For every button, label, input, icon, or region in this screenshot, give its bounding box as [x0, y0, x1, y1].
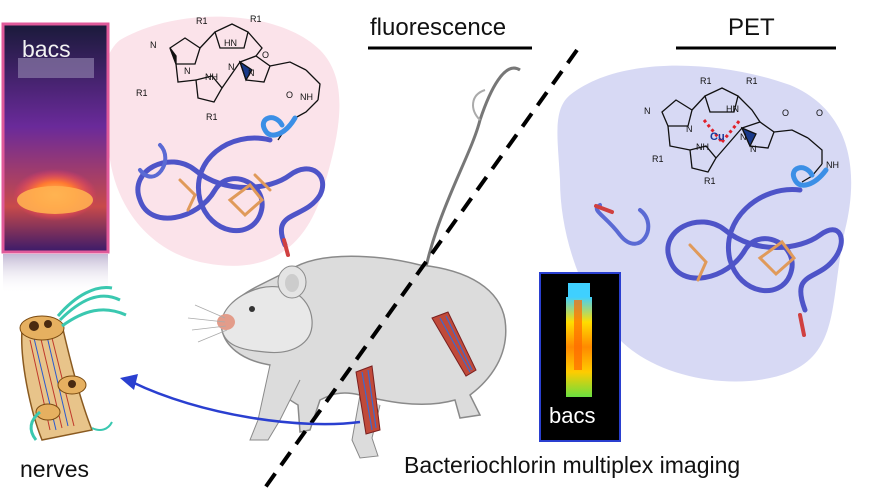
- left-atom-labels: N N HN NH N N O O NH R1 R1 R1 R1: [136, 14, 313, 122]
- svg-text:NH: NH: [826, 160, 839, 170]
- svg-text:R1: R1: [652, 154, 664, 164]
- svg-text:N: N: [184, 66, 191, 76]
- nerve-arrow: [131, 380, 361, 426]
- mouse-front-leg: [249, 364, 301, 441]
- right-peptide-ribbon: [594, 165, 844, 337]
- svg-text:R1: R1: [704, 176, 716, 186]
- svg-text:NH: NH: [300, 92, 313, 102]
- left-bacteriochlorin-structure: [169, 23, 321, 141]
- right-bacteriochlorin-structure: [661, 87, 823, 183]
- svg-text:O: O: [782, 108, 789, 118]
- svg-text:Cu: Cu: [710, 131, 725, 143]
- svg-text:O: O: [286, 90, 293, 100]
- svg-text:O: O: [816, 108, 823, 118]
- nerves-label: nerves: [20, 456, 90, 482]
- probe-fluorescence-image: [539, 272, 621, 442]
- svg-text:N: N: [248, 68, 255, 78]
- svg-text:NH: NH: [696, 142, 709, 152]
- cu-coordination-bond-2: [720, 119, 742, 143]
- fluorescence-probe-blob: [102, 16, 340, 266]
- probe-label: bacs: [549, 403, 596, 428]
- mouse-tail: [418, 66, 521, 301]
- svg-text:N: N: [228, 62, 235, 72]
- svg-text:N: N: [750, 144, 757, 154]
- svg-text:N: N: [644, 106, 651, 116]
- svg-text:HN: HN: [224, 38, 237, 48]
- svg-text:R1: R1: [136, 88, 148, 98]
- vial-label: bacs: [22, 36, 71, 62]
- modality-divider: [260, 48, 579, 494]
- right-atom-labels: N N HN NH N Cu N O O NH R1 R1 R1 R1: [644, 76, 839, 186]
- svg-text:N: N: [686, 124, 693, 134]
- svg-text:R1: R1: [250, 14, 262, 24]
- svg-text:R1: R1: [206, 112, 218, 122]
- svg-text:O: O: [262, 50, 269, 60]
- cu-coordination-bond-1: [702, 119, 724, 143]
- svg-text:HN: HN: [726, 104, 739, 114]
- mouse-illustration: [187, 66, 521, 459]
- pet-title: PET: [728, 14, 775, 41]
- fluorescence-title: fluorescence: [370, 14, 507, 41]
- svg-text:N: N: [150, 40, 157, 50]
- svg-text:R1: R1: [196, 16, 208, 26]
- mouse-head: [220, 286, 313, 354]
- svg-text:R1: R1: [746, 76, 758, 86]
- left-peptide-ribbon: [135, 115, 326, 257]
- svg-text:N: N: [740, 132, 747, 142]
- vial-photo: [1, 22, 110, 294]
- nerve-bundle-illustration: [19, 285, 127, 441]
- mouse-nose: [217, 314, 235, 330]
- nerve-arrowhead: [120, 374, 138, 390]
- mouse-whiskers: [187, 304, 228, 343]
- svg-text:R1: R1: [700, 76, 712, 86]
- mouse-eye: [249, 306, 255, 312]
- svg-text:NH: NH: [205, 72, 218, 82]
- figure-caption: Bacteriochlorin multiplex imaging: [404, 452, 741, 478]
